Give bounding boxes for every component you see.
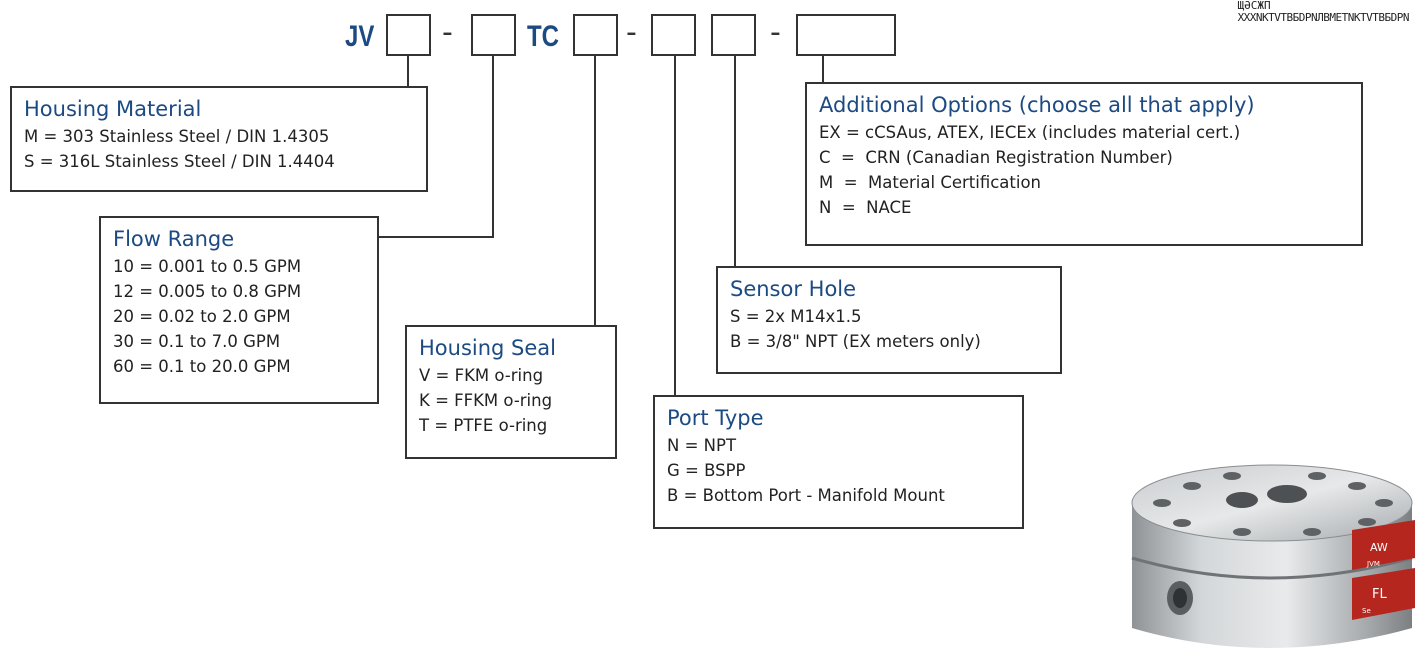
port-type-option: G = BSPP <box>667 461 746 480</box>
code-middle: TC <box>527 20 559 53</box>
flow-range-option: 30 = 0.1 to 7.0 GPM <box>113 332 281 351</box>
flow-range-option: 10 = 0.001 to 0.5 GPM <box>113 257 302 276</box>
watermark-text: ЩӘСЖП ХХХNКТVТВБDРNЛВMЕТNКТVТВБDРN <box>1237 0 1410 24</box>
connector-port-type <box>674 56 676 396</box>
additional-options-option: N = NACE <box>819 198 912 217</box>
code-slot-housing-material <box>386 14 431 56</box>
additional-options-option: M = Material Certification <box>819 173 1042 192</box>
sensor-hole-title: Sensor Hole <box>730 277 857 301</box>
housing-seal-option: T = PTFE o-ring <box>419 416 548 435</box>
port-type-option: B = Bottom Port - Manifold Mount <box>667 486 945 505</box>
code-prefix: JV <box>345 20 375 53</box>
label-bottom-text: FL <box>1372 587 1387 602</box>
flow-range-option: 60 = 0.1 to 20.0 GPM <box>113 357 291 376</box>
additional-options-option: EX = cCSAus, ATEX, IECEx (includes mater… <box>819 123 1241 142</box>
watermark-line-1: ЩӘСЖП <box>1237 0 1271 12</box>
connector-sensor-hole <box>734 56 736 268</box>
housing-seal-option: K = FFKM o-ring <box>419 391 553 410</box>
label-top-text: AW <box>1370 541 1388 554</box>
code-dash-1: - <box>442 15 453 50</box>
watermark-line-2: ХХХNКТVТВБDРNЛВMЕТNКТVТВБDРN <box>1237 11 1410 24</box>
housing-seal-title: Housing Seal <box>419 336 556 360</box>
label-bottom-sub-text: Se <box>1362 607 1371 615</box>
housing-seal-box: Housing Seal V = FKM o-ring K = FFKM o-r… <box>405 325 617 459</box>
flow-range-box: Flow Range 10 = 0.001 to 0.5 GPM 12 = 0.… <box>99 216 379 404</box>
sensor-hole-option: B = 3/8" NPT (EX meters only) <box>730 332 981 351</box>
label-top-sub-text: JVM <box>1366 560 1380 568</box>
code-dash-3: - <box>770 15 781 50</box>
port-type-box: Port Type N = NPT G = BSPP B = Bottom Po… <box>653 395 1024 529</box>
code-slot-additional-options <box>796 14 896 56</box>
connector-housing-seal <box>594 56 596 326</box>
housing-material-option: M = 303 Stainless Steel / DIN 1.4305 <box>24 127 330 146</box>
additional-options-option: C = CRN (Canadian Registration Number) <box>819 148 1173 167</box>
sensor-hole-option: S = 2x M14x1.5 <box>730 307 862 326</box>
flow-range-title: Flow Range <box>113 227 235 251</box>
flow-range-option: 12 = 0.005 to 0.8 GPM <box>113 282 302 301</box>
housing-material-title: Housing Material <box>24 97 202 121</box>
housing-material-option: S = 316L Stainless Steel / DIN 1.4404 <box>24 152 335 171</box>
additional-options-title: Additional Options (choose all that appl… <box>819 93 1255 117</box>
connector-flow-range-v <box>492 56 494 238</box>
code-slot-port-type <box>651 14 696 56</box>
housing-material-box: Housing Material M = 303 Stainless Steel… <box>10 86 428 192</box>
housing-seal-option: V = FKM o-ring <box>419 366 544 385</box>
connector-flow-range-h <box>378 236 494 238</box>
additional-options-box: Additional Options (choose all that appl… <box>805 82 1363 246</box>
flow-meter-photo: AW JVM FL Se <box>1131 464 1415 648</box>
flow-range-option: 20 = 0.02 to 2.0 GPM <box>113 307 291 326</box>
port-type-title: Port Type <box>667 406 764 430</box>
code-dash-2: - <box>626 15 637 50</box>
connector-additional-options <box>822 56 824 84</box>
sensor-hole-box: Sensor Hole S = 2x M14x1.5 B = 3/8" NPT … <box>716 266 1062 374</box>
code-slot-flow-range <box>471 14 516 56</box>
code-slot-housing-seal <box>573 14 618 56</box>
code-slot-sensor-hole <box>711 14 756 56</box>
connector-housing-material <box>407 56 409 88</box>
port-type-option: N = NPT <box>667 436 737 455</box>
